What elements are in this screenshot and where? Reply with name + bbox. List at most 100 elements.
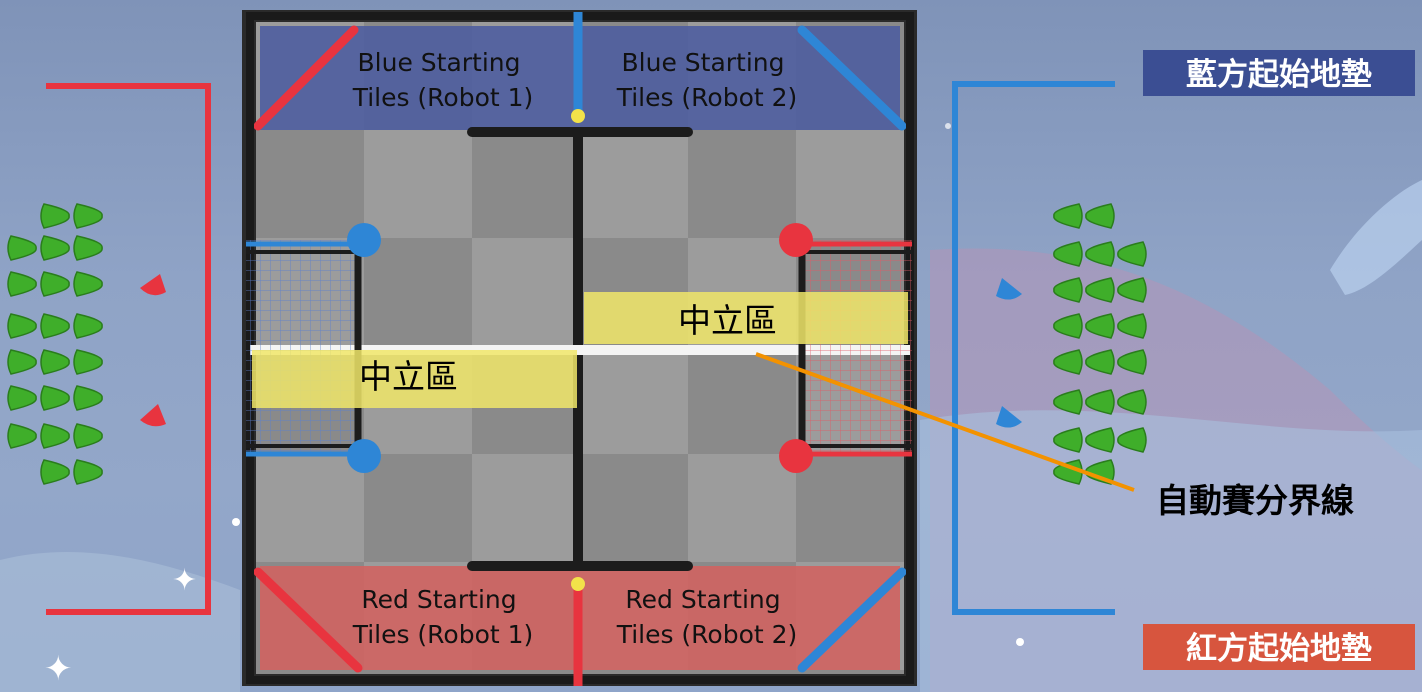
triball bbox=[73, 235, 103, 261]
triball bbox=[1085, 349, 1115, 375]
triball bbox=[7, 271, 37, 297]
triball bbox=[1085, 241, 1115, 267]
blue-tiles-robot2-line1: Blue Starting bbox=[622, 48, 785, 77]
triball bbox=[7, 235, 37, 261]
triball bbox=[40, 271, 70, 297]
triball bbox=[1085, 277, 1115, 303]
triball bbox=[73, 423, 103, 449]
field: 中立區 中立區 Blue Starting Tiles (Robot 1) Bl… bbox=[242, 10, 917, 686]
blue-tiles-robot2-line2: Tiles (Robot 2) bbox=[616, 83, 798, 112]
red-tiles-robot1-line1: Red Starting bbox=[361, 585, 516, 614]
blue-corner-bar bbox=[797, 567, 907, 673]
triball bbox=[40, 313, 70, 339]
blue-tiles-robot2-label: Blue Starting Tiles (Robot 2) bbox=[616, 48, 798, 112]
floor-tile bbox=[796, 130, 904, 238]
triball bbox=[1053, 203, 1083, 229]
floor-tile bbox=[580, 454, 688, 562]
red-starting-mat-label: 紅方起始地墊 bbox=[1186, 631, 1372, 667]
triball bbox=[7, 313, 37, 339]
sparkle-icon: ✦ bbox=[172, 563, 197, 598]
floor-tile bbox=[364, 130, 472, 238]
blue-elevation-cap bbox=[571, 109, 585, 123]
triball bbox=[1085, 459, 1115, 485]
triball bbox=[7, 423, 37, 449]
autonomous-line bbox=[250, 345, 910, 355]
triball bbox=[7, 349, 37, 375]
red-goal bbox=[779, 223, 912, 473]
red-tiles-robot2-line2: Tiles (Robot 2) bbox=[616, 620, 798, 649]
neutral-zone-label-left: 中立區 bbox=[359, 357, 458, 396]
triball bbox=[1117, 389, 1147, 415]
floor-tile bbox=[796, 454, 904, 562]
triball-stack-left bbox=[7, 203, 103, 485]
blue-tiles-robot1-label: Blue Starting Tiles (Robot 1) bbox=[352, 48, 534, 112]
triball-stack-right bbox=[1053, 203, 1147, 485]
blue-alliance-triball bbox=[996, 406, 1022, 428]
triball bbox=[1117, 427, 1147, 453]
triball bbox=[73, 203, 103, 229]
triball bbox=[40, 385, 70, 411]
triball bbox=[1053, 313, 1083, 339]
floor-tile bbox=[364, 238, 472, 346]
floor-tile bbox=[580, 346, 688, 454]
triball bbox=[40, 349, 70, 375]
red-tiles-robot2-label: Red Starting Tiles (Robot 2) bbox=[616, 585, 798, 649]
triball bbox=[1085, 313, 1115, 339]
red-tiles-robot2-line1: Red Starting bbox=[625, 585, 780, 614]
floor-tile bbox=[688, 454, 796, 562]
triball bbox=[73, 385, 103, 411]
triball bbox=[1085, 203, 1115, 229]
red-alliance-triball bbox=[140, 274, 166, 296]
triball bbox=[40, 423, 70, 449]
triball bbox=[1053, 389, 1083, 415]
blue-alliance-triball bbox=[996, 278, 1022, 300]
red-alliance-triball bbox=[140, 404, 166, 427]
red-elevation-cap bbox=[571, 577, 585, 591]
blue-starting-mat-label: 藍方起始地墊 bbox=[1186, 57, 1372, 93]
red-tiles-robot1-label: Red Starting Tiles (Robot 1) bbox=[352, 585, 534, 649]
neutral-zone-right bbox=[584, 292, 908, 344]
triball bbox=[1085, 389, 1115, 415]
floor-tile bbox=[256, 454, 364, 562]
floor-tile bbox=[472, 238, 580, 346]
triball bbox=[73, 459, 103, 485]
red-side-bracket bbox=[46, 83, 211, 615]
triball bbox=[1117, 313, 1147, 339]
triball bbox=[73, 313, 103, 339]
red-corner-bar bbox=[253, 567, 363, 673]
floor-tile bbox=[472, 454, 580, 562]
triball bbox=[40, 203, 70, 229]
triball bbox=[73, 271, 103, 297]
floor-tile bbox=[364, 454, 472, 562]
floor-tile bbox=[472, 130, 580, 238]
triball bbox=[1053, 349, 1083, 375]
neutral-zone-left bbox=[252, 350, 577, 408]
blue-tiles-robot1-line2: Tiles (Robot 1) bbox=[352, 83, 534, 112]
triball bbox=[7, 385, 37, 411]
triball bbox=[1117, 349, 1147, 375]
autonomous-line-callout-label: 自動賽分界線 bbox=[1156, 481, 1354, 520]
blue-corner-bar bbox=[797, 25, 907, 131]
blue-tiles-robot1-line1: Blue Starting bbox=[358, 48, 521, 77]
floor-tile bbox=[688, 130, 796, 238]
neutral-zone-label-right: 中立區 bbox=[678, 301, 777, 340]
triball bbox=[1117, 241, 1147, 267]
triball bbox=[40, 235, 70, 261]
red-tiles-robot1-line2: Tiles (Robot 1) bbox=[352, 620, 534, 649]
sparkle-icon: ✦ bbox=[44, 649, 73, 689]
red-starting-mat-badge: 紅方起始地墊 bbox=[1143, 624, 1415, 670]
blue-starting-mat-badge: 藍方起始地墊 bbox=[1143, 50, 1415, 96]
triball bbox=[1053, 241, 1083, 267]
triball bbox=[1117, 277, 1147, 303]
blue-goal bbox=[246, 223, 381, 473]
triball bbox=[1085, 427, 1115, 453]
autonomous-line-callout-pointer bbox=[755, 352, 1135, 492]
triball bbox=[1053, 277, 1083, 303]
blue-side-bracket bbox=[952, 81, 1115, 615]
triball bbox=[1053, 427, 1083, 453]
floor-tile bbox=[580, 130, 688, 238]
triball bbox=[40, 459, 70, 485]
background-decor: ✦ ✦ bbox=[0, 123, 1422, 692]
triball bbox=[73, 349, 103, 375]
